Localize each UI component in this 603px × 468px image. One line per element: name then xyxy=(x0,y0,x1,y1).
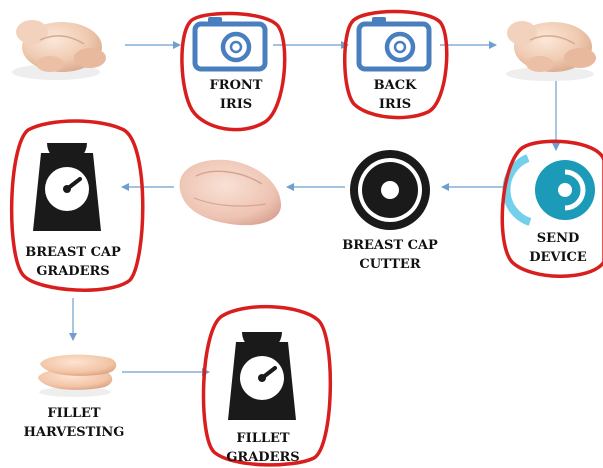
whole-chicken-image xyxy=(506,21,596,81)
label-fillet-graders-line2: GRADERS xyxy=(218,448,308,467)
weighing-scale-icon xyxy=(33,143,101,231)
label-breast-cap-cutter: BREAST CAP CUTTER xyxy=(330,236,450,274)
label-back-iris-line1: BACK xyxy=(355,76,435,95)
label-breast-cap-graders-line1: BREAST CAP xyxy=(10,243,136,262)
circular-saw-blade-icon xyxy=(350,150,430,230)
label-fillet-graders-line1: FILLET xyxy=(218,429,308,448)
chicken-fillets-image xyxy=(38,355,116,397)
label-breast-cap-cutter-line2: CUTTER xyxy=(330,255,450,274)
label-back-iris-line2: IRIS xyxy=(355,95,435,114)
label-fillet-harvesting: FILLET HARVESTING xyxy=(14,404,134,442)
label-fillet-graders: FILLET GRADERS xyxy=(218,429,308,467)
label-send-device: SEND DEVICE xyxy=(518,229,598,267)
camera-icon xyxy=(359,17,429,69)
label-breast-cap-graders-line2: GRADERS xyxy=(10,262,136,281)
label-breast-cap-graders: BREAST CAP GRADERS xyxy=(10,243,136,281)
label-send-device-line2: DEVICE xyxy=(518,248,598,267)
label-fillet-harvesting-line2: HARVESTING xyxy=(14,423,134,442)
label-breast-cap-cutter-line1: BREAST CAP xyxy=(330,236,450,255)
camera-icon xyxy=(195,17,265,69)
label-front-iris-line1: FRONT xyxy=(194,76,278,95)
label-back-iris: BACK IRIS xyxy=(355,76,435,114)
whole-chicken-image xyxy=(12,20,106,80)
label-front-iris: FRONT IRIS xyxy=(194,76,278,114)
label-front-iris-line2: IRIS xyxy=(194,95,278,114)
weighing-scale-icon xyxy=(228,332,296,420)
label-fillet-harvesting-line1: FILLET xyxy=(14,404,134,423)
send-device-icon xyxy=(506,158,595,222)
breast-cap-meat-image xyxy=(180,160,281,225)
label-send-device-line1: SEND xyxy=(518,229,598,248)
